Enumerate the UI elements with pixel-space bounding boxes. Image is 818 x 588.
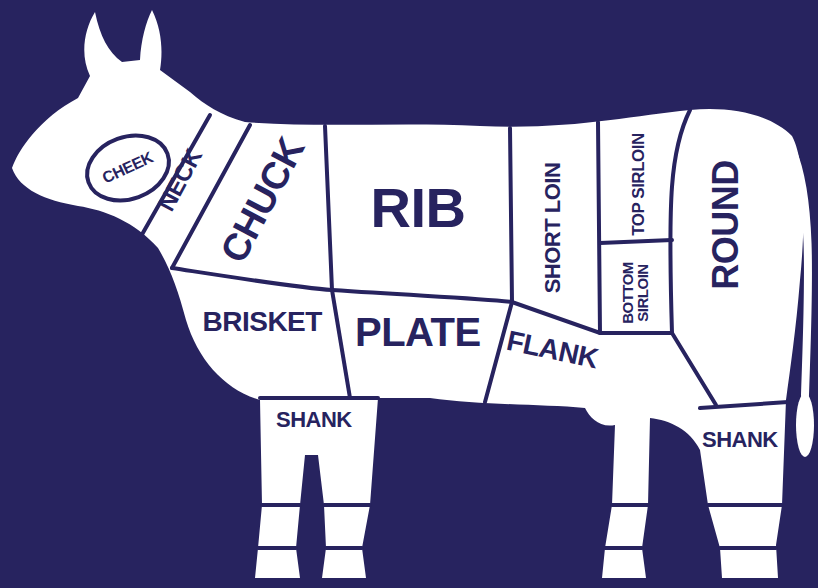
cut-name: ROUND <box>708 160 744 290</box>
cut-line <box>325 126 332 290</box>
cut-region: CHUCK <box>213 132 310 269</box>
cut-region: SHANK <box>276 409 352 431</box>
cut-name: CHEEK <box>100 149 155 186</box>
cut-region: BOTTOM SIRLOIN <box>620 257 650 329</box>
cut-region: TOP SIRLOIN <box>629 133 646 236</box>
cut-region: ROUND <box>708 160 744 290</box>
cut-region: FLANK <box>504 327 600 374</box>
tail-tuft <box>796 393 814 457</box>
cut-name: SHANK <box>702 429 778 451</box>
cut-region: SHORT LOIN <box>542 163 564 294</box>
hoof-line <box>258 546 776 550</box>
cut-name: NECK <box>154 145 206 215</box>
cut-region: RIB <box>371 180 466 236</box>
cut-lines <box>140 110 788 548</box>
cut-name: BRISKET <box>203 308 322 336</box>
cut-region: BRISKET <box>203 308 322 336</box>
cut-line <box>332 290 350 398</box>
knee-line <box>262 503 782 507</box>
cut-name: PLATE <box>355 312 481 352</box>
cut-name: FLANK <box>504 327 600 374</box>
cut-name: BOTTOM SIRLOIN <box>620 257 650 329</box>
cut-region: CHEEK <box>100 149 155 186</box>
cut-line <box>510 128 512 302</box>
cut-region: PLATE <box>355 312 481 352</box>
cow-silhouette <box>12 10 804 578</box>
cut-line <box>700 402 788 408</box>
cut-line <box>600 240 672 243</box>
cut-line <box>670 110 690 333</box>
cut-name: SHANK <box>276 409 352 431</box>
cut-line <box>260 396 378 400</box>
cut-region: NECK <box>154 145 206 215</box>
cut-line <box>598 122 600 333</box>
cut-region: SHANK <box>702 429 778 451</box>
cut-name: CHUCK <box>213 132 310 269</box>
cut-name: TOP SIRLOIN <box>629 133 646 236</box>
cut-name: RIB <box>371 180 466 236</box>
cut-line <box>672 333 716 405</box>
cut-name: SHORT LOIN <box>542 163 564 294</box>
